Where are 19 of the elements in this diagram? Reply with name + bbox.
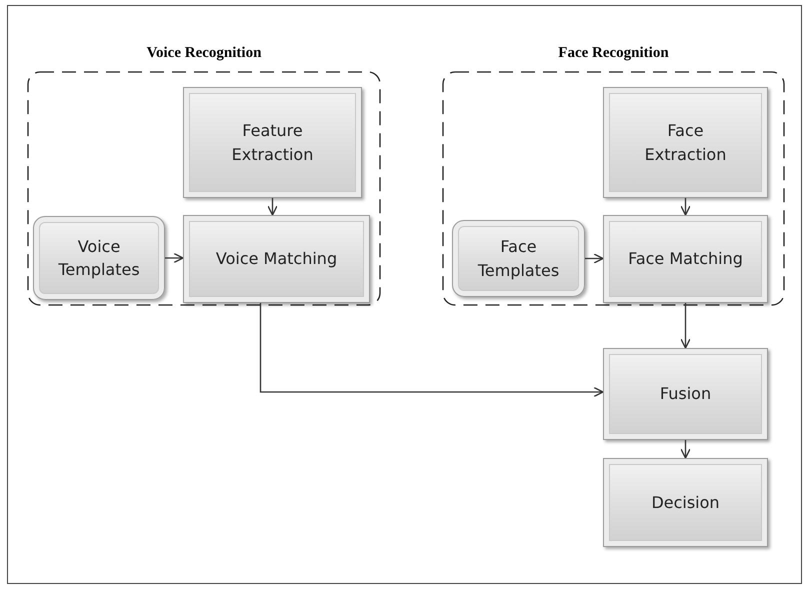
data-store-box: Face Templates xyxy=(452,220,585,297)
arrow xyxy=(680,303,691,349)
process-box: Fusion xyxy=(603,348,768,440)
process-box: Decision xyxy=(603,458,768,547)
arrow xyxy=(165,252,184,264)
arrow xyxy=(680,440,691,459)
data-store-box: Voice Templates xyxy=(33,216,165,300)
process-box: Face Extraction xyxy=(603,87,768,198)
group-title: Face Recognition xyxy=(557,45,670,62)
process-box: Face Matching xyxy=(603,215,768,303)
process-box: Feature Extraction xyxy=(183,87,362,198)
dashed-group xyxy=(442,45,785,306)
arrow xyxy=(260,303,604,398)
arrow xyxy=(585,253,604,264)
dashed-group xyxy=(27,45,381,306)
arrow xyxy=(680,198,691,216)
process-box: Voice Matching xyxy=(183,215,370,303)
arrow xyxy=(267,198,278,216)
group-title: Voice Recognition xyxy=(146,45,262,62)
